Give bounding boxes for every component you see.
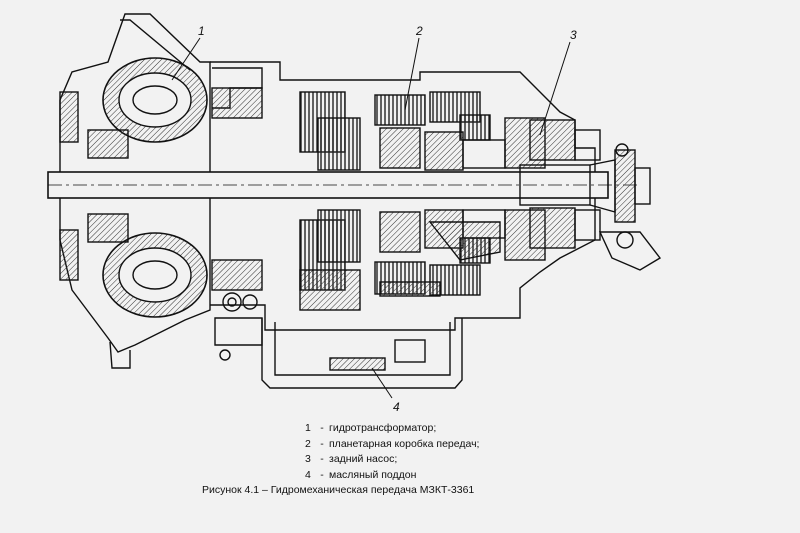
torque-converter-housing <box>59 13 211 369</box>
legend-separator: - <box>320 437 324 450</box>
callout-2: 2 <box>416 24 423 38</box>
legend-separator: - <box>320 453 324 465</box>
legend-separator: - <box>320 422 324 434</box>
legend: 1-гидротрансформатор; 2-планетарная коро… <box>305 421 479 483</box>
legend-text: гидротрансформатор; <box>329 422 437 434</box>
figure-caption: Рисунок 4.1 – Гидромеханическая передача… <box>202 484 475 496</box>
legend-number: 1 <box>305 422 311 434</box>
legend-item: 3-задний насос; <box>305 452 479 468</box>
rear-pump <box>529 119 601 249</box>
clutch-packs <box>299 91 491 311</box>
main-shaft <box>47 159 640 213</box>
legend-item: 2-планетарная коробка передач; <box>305 437 479 453</box>
callout-1: 1 <box>198 24 205 38</box>
legend-item: 4-масляный поддон <box>305 468 479 484</box>
legend-number: 2 <box>305 437 311 450</box>
leader-lines <box>171 37 571 399</box>
legend-number: 3 <box>305 453 311 465</box>
gearbox-housing <box>210 61 596 331</box>
output-flange <box>598 143 662 271</box>
callout-4: 4 <box>393 400 400 414</box>
oil-pan <box>214 317 463 389</box>
legend-item: 1-гидротрансформатор; <box>305 421 479 437</box>
torque-converter <box>59 57 208 318</box>
legend-text: задний насос; <box>329 453 398 465</box>
legend-separator: - <box>320 468 324 481</box>
legend-number: 4 <box>305 468 311 481</box>
legend-text: планетарная коробка передач; <box>329 437 480 450</box>
callout-3: 3 <box>570 28 577 42</box>
legend-text: масляный поддон <box>329 468 417 481</box>
transmission-section-drawing <box>47 13 662 399</box>
